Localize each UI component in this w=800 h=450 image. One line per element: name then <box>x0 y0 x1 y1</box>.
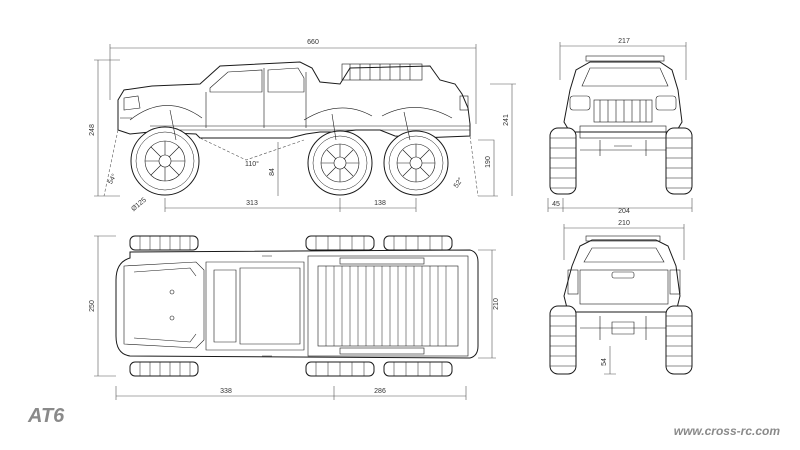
dim-overall-height: 248 <box>89 124 96 136</box>
dim-departure-angle: 52° <box>452 176 465 189</box>
front-roof-light-bar <box>585 55 665 62</box>
side-wheel-middle <box>307 130 373 196</box>
dim-top-length-front: 338 <box>220 388 232 395</box>
dim-body-height: 241 <box>503 114 510 126</box>
dim-tire-diameter: Ø125 <box>130 197 148 213</box>
top-view: 250 210 338 286 <box>89 235 500 400</box>
top-cab <box>205 261 305 351</box>
website-link[interactable]: www.cross-rc.com <box>673 424 780 438</box>
front-grille <box>593 99 653 123</box>
model-label: AT6 <box>28 405 65 427</box>
front-body-outline <box>563 61 683 133</box>
dim-ground-clearance-rear: 190 <box>485 156 492 168</box>
dim-rear-ground-clearance: 54 <box>601 358 608 366</box>
rear-body-outline <box>563 239 681 313</box>
dim-clearance: 84 <box>269 168 276 176</box>
rear-light-bar <box>585 235 661 242</box>
side-body-outline <box>117 61 471 139</box>
dim-wheelbase-rear: 138 <box>374 200 386 207</box>
rear-tailgate <box>579 269 669 305</box>
top-tire-front-upper <box>129 235 199 251</box>
front-tire-left <box>549 127 577 195</box>
front-tire-right <box>665 127 693 195</box>
front-view: 217 45 204 <box>547 38 693 215</box>
front-windshield <box>581 67 669 87</box>
dim-front-track-width: 204 <box>618 208 630 215</box>
dim-approach-angle: 54° <box>106 172 118 185</box>
top-tire-front-lower <box>129 361 199 377</box>
dim-front-top-width: 217 <box>618 38 630 45</box>
dim-breakover-angle: 110° <box>245 160 259 168</box>
dim-wheelbase-front: 313 <box>246 200 258 207</box>
side-wheel-front <box>130 126 200 196</box>
dim-top-width-right: 210 <box>493 298 500 310</box>
dim-top-width-left: 250 <box>89 300 96 312</box>
dim-rear-top-width: 210 <box>618 220 630 227</box>
side-cargo-rack <box>341 63 423 81</box>
dim-front-offset: 45 <box>552 201 560 208</box>
front-bumper <box>579 125 667 139</box>
dim-overall-length: 660 <box>307 39 319 46</box>
rear-view: 210 54 <box>549 220 693 375</box>
dim-top-length-rear: 286 <box>374 388 386 395</box>
side-window-front <box>209 69 263 93</box>
top-body-outline <box>115 249 479 359</box>
side-window-rear <box>267 67 305 93</box>
side-wheel-rear <box>383 130 449 196</box>
rear-tire-left <box>549 305 577 375</box>
top-bed <box>307 255 469 357</box>
top-hood <box>123 261 205 349</box>
side-view: 660 248 241 190 54° 52° 110° 84 Ø125 313… <box>89 39 516 213</box>
top-cargo-rack <box>317 265 459 347</box>
rear-window <box>583 247 665 263</box>
rear-tire-right <box>665 305 693 375</box>
